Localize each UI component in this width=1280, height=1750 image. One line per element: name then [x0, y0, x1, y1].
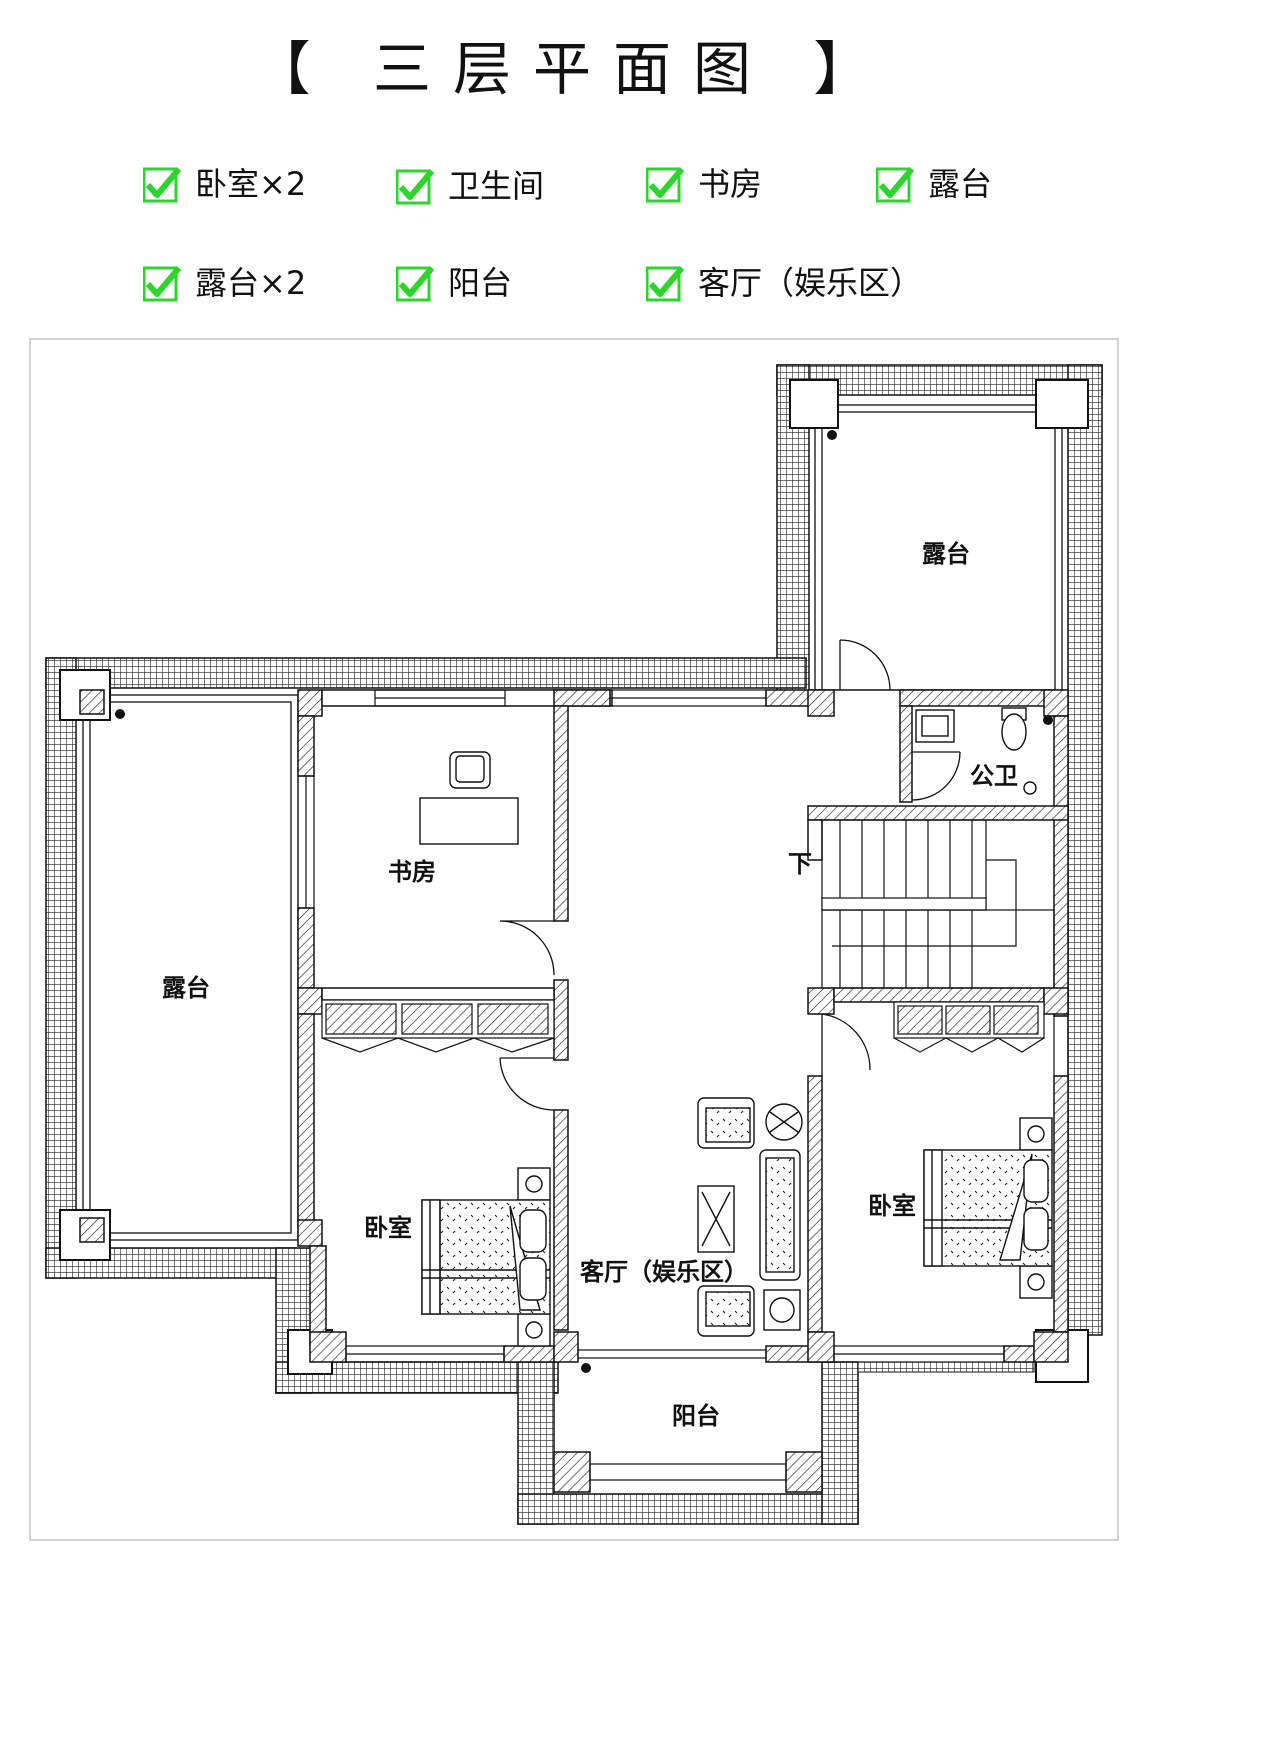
- feature-balcony: 阳台: [396, 259, 512, 303]
- outer-parapet: [45, 364, 1103, 1525]
- checkbox-checked-icon: [876, 165, 914, 203]
- feature-label: 卫生间: [448, 167, 545, 205]
- floor-plan: 露台 露台 书房 公卫 下 卧室 卧室 客厅（娱乐区） 阳台: [45, 364, 1103, 1525]
- label-study: 书房: [388, 858, 436, 886]
- label-bathroom: 公卫: [970, 762, 1018, 790]
- door-swings: [499, 639, 961, 1111]
- feature-label: 卧室×2: [195, 165, 307, 203]
- floor-drains: [115, 430, 1053, 1373]
- label-terrace-left: 露台: [162, 974, 210, 1002]
- feature-living: 客厅（娱乐区）: [646, 259, 922, 303]
- feature-label: 露台×2: [195, 264, 307, 302]
- label-terrace-top: 露台: [922, 540, 970, 568]
- checkbox-checked-icon: [396, 167, 434, 205]
- staircase: [821, 819, 1055, 989]
- checkbox-checked-icon: [646, 165, 684, 203]
- feature-bathroom: 卫生间: [396, 162, 544, 206]
- terrace-railings: [82, 404, 1063, 1241]
- feature-bedroom: 卧室×2: [143, 160, 306, 204]
- page-title: 【 三层平面图 】: [252, 35, 894, 103]
- label-balcony: 阳台: [672, 1402, 720, 1430]
- feature-label: 阳台: [448, 264, 513, 302]
- feature-label: 书房: [698, 165, 763, 203]
- label-bedroom-left: 卧室: [364, 1214, 412, 1242]
- label-stair-down: 下: [788, 850, 812, 878]
- checkbox-checked-icon: [143, 165, 181, 203]
- floor-plan-frame: [29, 338, 1119, 1541]
- label-bedroom-right: 卧室: [868, 1192, 916, 1220]
- feature-terrace-x2: 露台×2: [143, 259, 306, 303]
- right-bed: [923, 1117, 1053, 1299]
- wardrobes: [321, 999, 1045, 1053]
- checkbox-checked-icon: [143, 264, 181, 302]
- windows: [297, 689, 1069, 1481]
- left-bed: [421, 1167, 551, 1347]
- feature-label: 客厅（娱乐区）: [698, 264, 923, 302]
- checkbox-checked-icon: [646, 264, 684, 302]
- living-furniture: [697, 1097, 803, 1337]
- label-living: 客厅（娱乐区）: [580, 1258, 748, 1286]
- feature-label: 露台: [928, 165, 993, 203]
- checkbox-checked-icon: [396, 264, 434, 302]
- feature-terrace: 露台: [876, 160, 992, 204]
- feature-study: 书房: [646, 160, 762, 204]
- study-furniture: [419, 751, 519, 845]
- bathroom-fixtures: [915, 707, 1037, 795]
